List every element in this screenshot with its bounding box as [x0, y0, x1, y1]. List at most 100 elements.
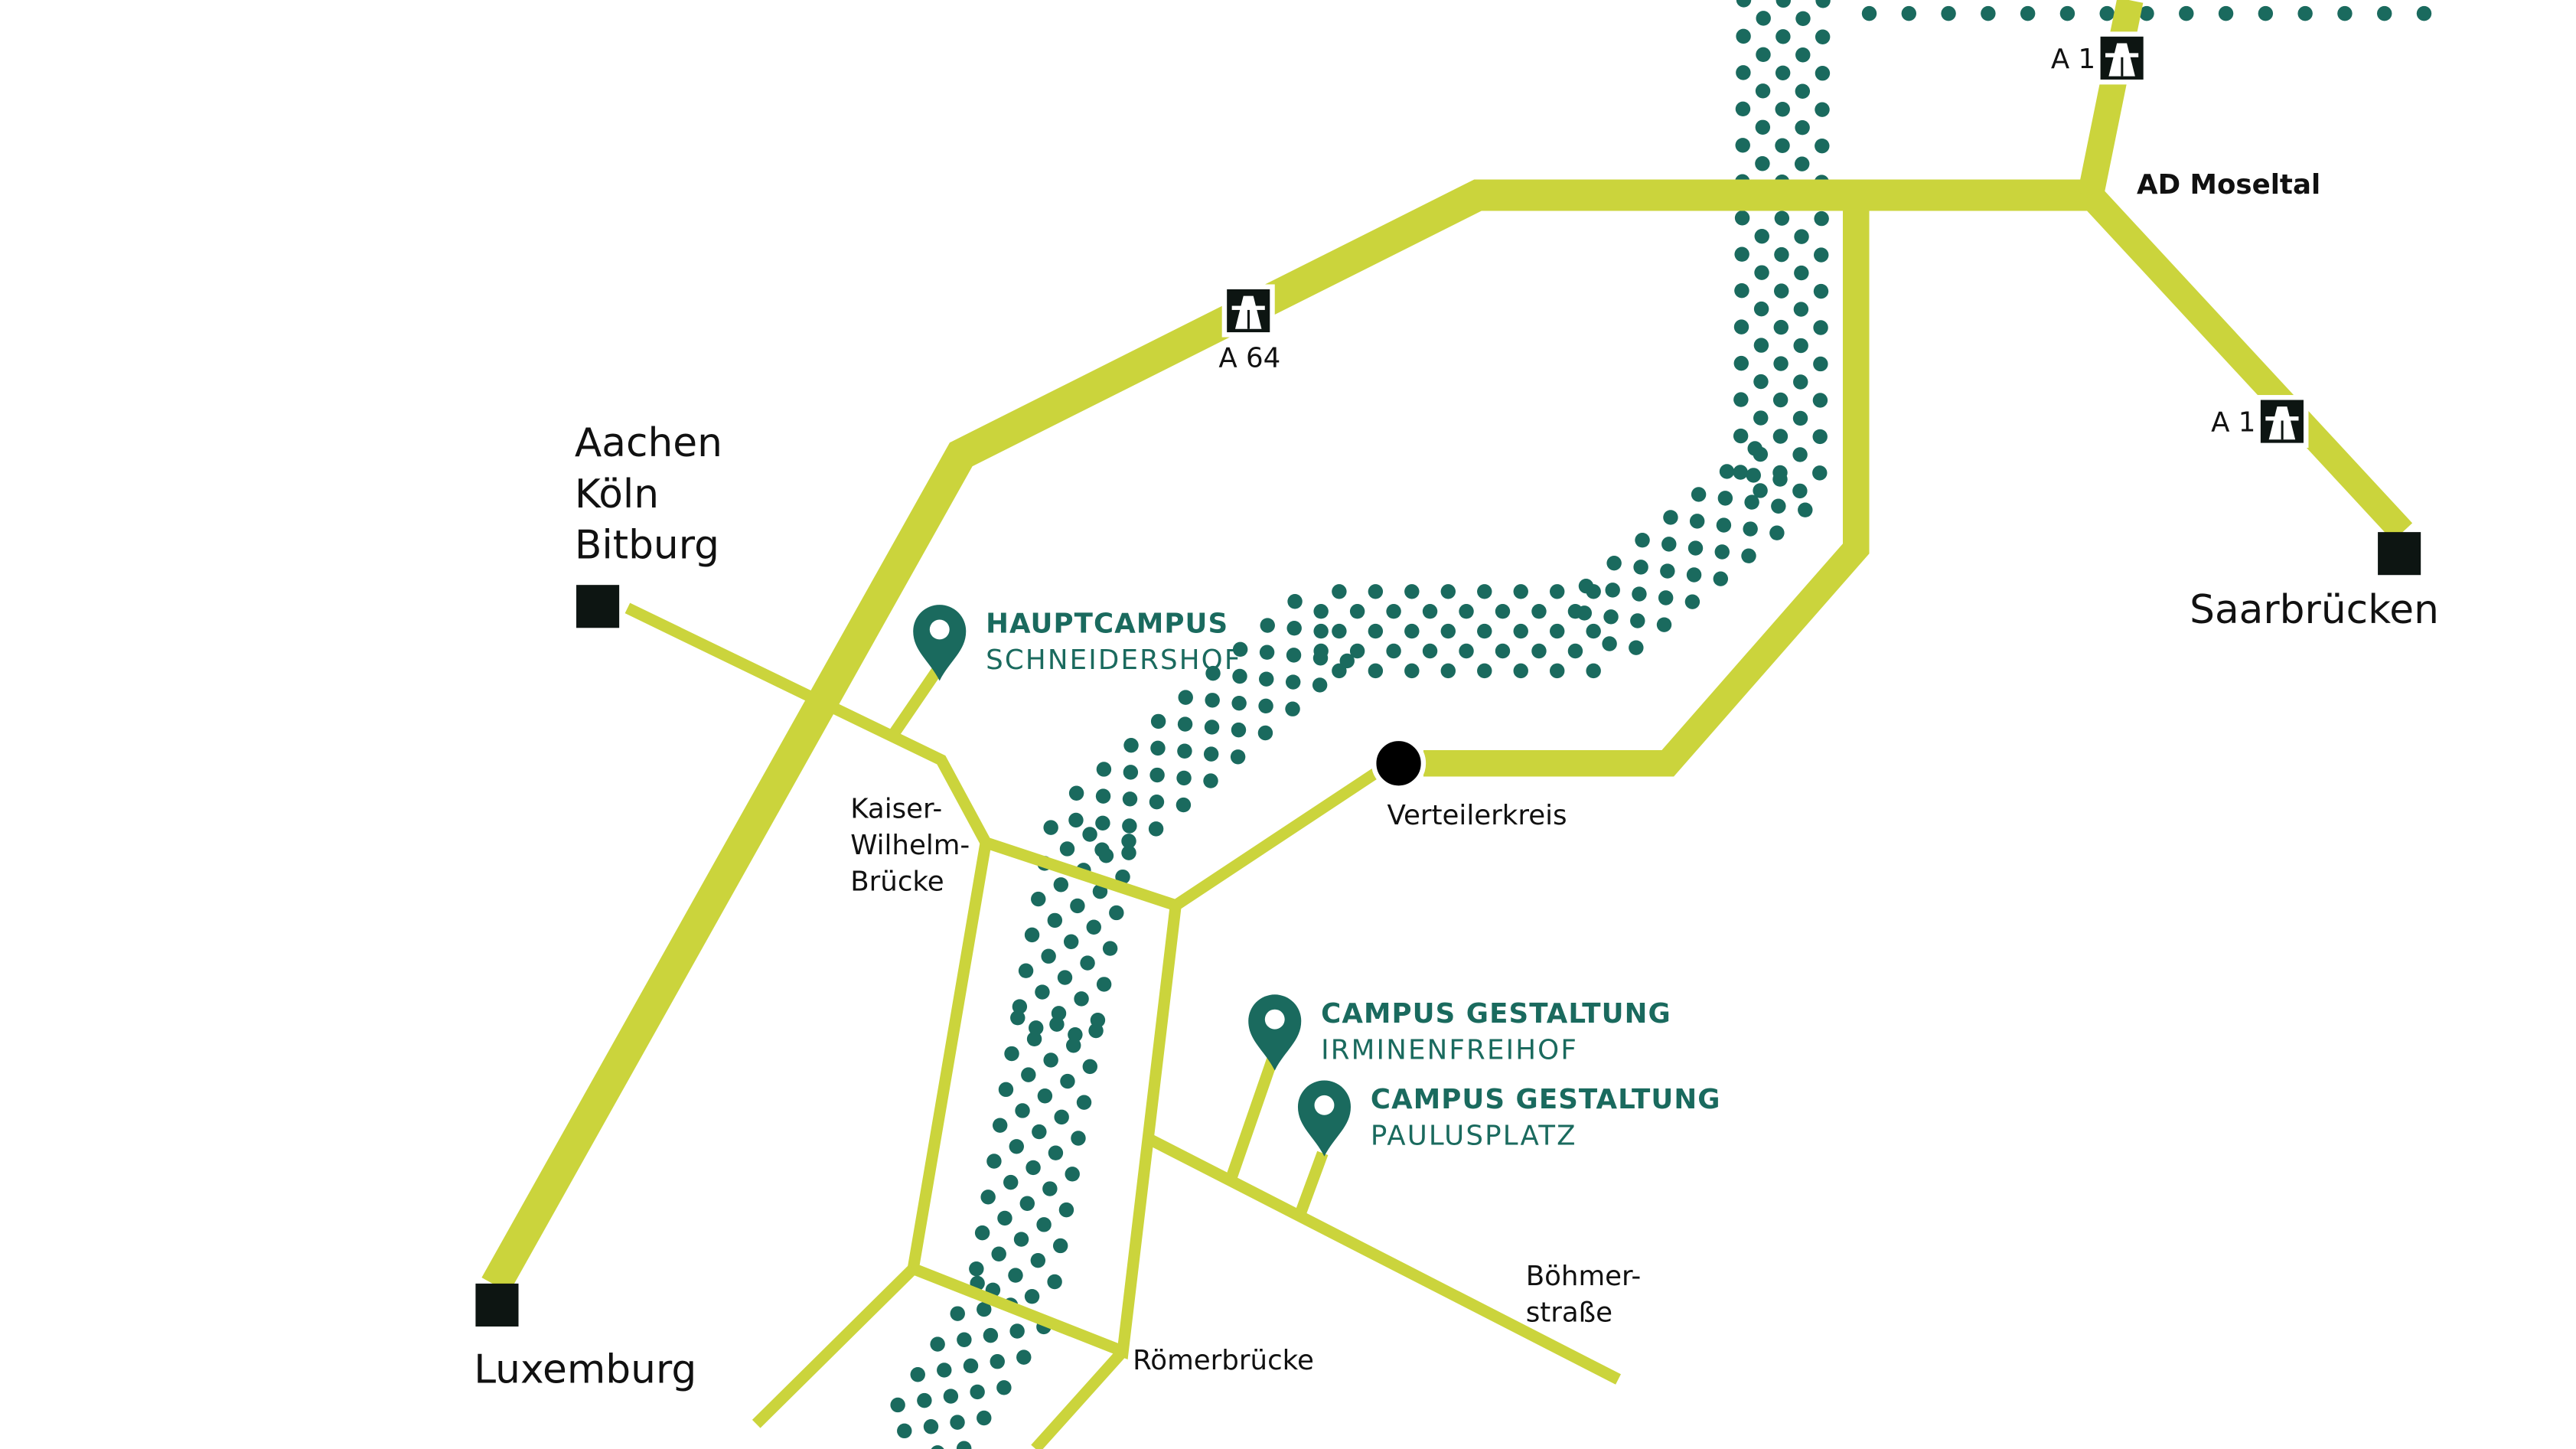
city-label-saarbruecken: Saarbrücken: [2190, 587, 2439, 633]
campus-sub[interactable]: IRMINENFREIHOF: [1321, 1034, 1578, 1066]
river-dot: [1734, 282, 1749, 299]
river-dot: [1404, 623, 1420, 639]
river-dot: [1058, 1202, 1074, 1218]
river-dot: [1232, 641, 1248, 658]
river-dot: [1386, 643, 1401, 659]
river-dot: [1082, 1059, 1098, 1075]
river-dot: [1054, 1109, 1069, 1125]
river-dot: [1792, 410, 1808, 426]
river-dot: [1794, 265, 1809, 281]
river-dot: [1717, 491, 1733, 506]
map-pin-icon[interactable]: [1297, 1080, 1351, 1157]
river-dot: [1231, 722, 1247, 738]
river-dot: [956, 1441, 972, 1449]
river-dot: [1812, 393, 1828, 408]
river-dot: [1743, 521, 1758, 537]
river-dot: [1459, 603, 1474, 619]
river-dot: [1312, 651, 1329, 666]
river-dot: [930, 1336, 945, 1352]
map-pin-icon[interactable]: [913, 605, 967, 681]
river-dot: [1332, 584, 1347, 599]
river-dot: [990, 1354, 1005, 1369]
river-dot: [937, 1363, 952, 1378]
river-dot: [1691, 487, 1707, 502]
river-dot: [1076, 1095, 1092, 1110]
campus-name[interactable]: HAUPTCAMPUS: [986, 609, 1228, 640]
river-dot: [1815, 138, 1830, 154]
river-dot: [1026, 1031, 1042, 1047]
river-dot: [923, 1419, 939, 1434]
river-dot: [1149, 767, 1165, 783]
campus-sub[interactable]: SCHNEIDERSHOF: [986, 645, 1241, 676]
river-dot: [1024, 1288, 1040, 1304]
place-label-kaiser-wilhelm: Wilhelm-: [850, 830, 970, 861]
river-dot: [1513, 584, 1528, 599]
city-label-luxemburg: Luxemburg: [474, 1346, 696, 1392]
river-dot: [1313, 603, 1329, 619]
river-dot: [1531, 603, 1547, 619]
river-dot: [1733, 392, 1749, 407]
river-dot: [1122, 791, 1138, 807]
river-dot: [1733, 428, 1749, 444]
river-dot: [1736, 65, 1751, 80]
river-dot: [1686, 567, 1702, 583]
river-dot: [1257, 725, 1273, 741]
road-west-bank: [906, 841, 1182, 1359]
river-dot: [983, 1327, 999, 1343]
river-dot: [1814, 247, 1829, 263]
river-dot: [1755, 119, 1771, 135]
river-dot: [1814, 210, 1829, 227]
campus-sub[interactable]: PAULUSPLATZ: [1371, 1121, 1577, 1152]
river-dot: [1754, 265, 1769, 280]
place-label-kaiser-wilhelm: Kaiser-: [850, 793, 942, 824]
river-dot: [1205, 665, 1221, 681]
river-dot: [1057, 970, 1073, 985]
roads: [481, 0, 2413, 1449]
river-dot: [1549, 663, 1565, 679]
campus-name[interactable]: CAMPUS GESTALTUNG: [1321, 998, 1671, 1030]
river-dot: [1744, 494, 1759, 510]
river-dot: [1203, 773, 1218, 788]
river-dot: [1754, 228, 1769, 244]
river-dot: [974, 1225, 990, 1241]
river-dot: [1059, 841, 1075, 857]
road-hauptcampus: [886, 665, 943, 740]
river-dot: [1096, 977, 1112, 992]
river-dot: [1812, 429, 1828, 445]
river-dot: [1495, 603, 1511, 619]
river-dot: [1060, 1073, 1075, 1089]
river-dot: [1259, 645, 1275, 660]
river-dot: [1773, 356, 1789, 371]
river-dot: [1815, 102, 1830, 117]
river-dot: [1010, 1010, 1026, 1026]
river-dot: [1068, 785, 1084, 801]
river-dot: [1771, 498, 1786, 514]
river-dot: [1741, 548, 1756, 563]
river-dot: [1349, 603, 1365, 619]
river-dot: [1287, 594, 1303, 609]
river-dot: [1053, 877, 1069, 893]
river-dot: [1775, 0, 1792, 8]
campus-name[interactable]: CAMPUS GESTALTUNG: [1371, 1084, 1721, 1115]
river-dot: [1769, 525, 1785, 540]
river-dot: [2139, 5, 2154, 21]
river-dot: [1660, 563, 1675, 579]
river-dot: [1339, 653, 1355, 669]
map-pin-icon[interactable]: [1248, 994, 1302, 1071]
river-dot: [1286, 648, 1302, 663]
river-dot: [1772, 472, 1788, 487]
river-dot: [1775, 65, 1791, 80]
river-dot: [1422, 643, 1438, 659]
river-dot: [1549, 623, 1565, 639]
river-dot: [1312, 677, 1328, 693]
river-dot: [1068, 812, 1084, 828]
road-south: [1031, 1347, 1127, 1449]
river-dot: [1148, 821, 1164, 837]
river-dot: [1204, 720, 1220, 735]
place-label-kaiser-wilhelm: Brücke: [850, 866, 944, 897]
river-dot: [897, 1423, 912, 1439]
road-verteilerkreis: [1423, 194, 1870, 777]
river-dot: [1043, 1052, 1058, 1068]
river-dot: [992, 1118, 1008, 1133]
river-dot: [2376, 5, 2392, 21]
